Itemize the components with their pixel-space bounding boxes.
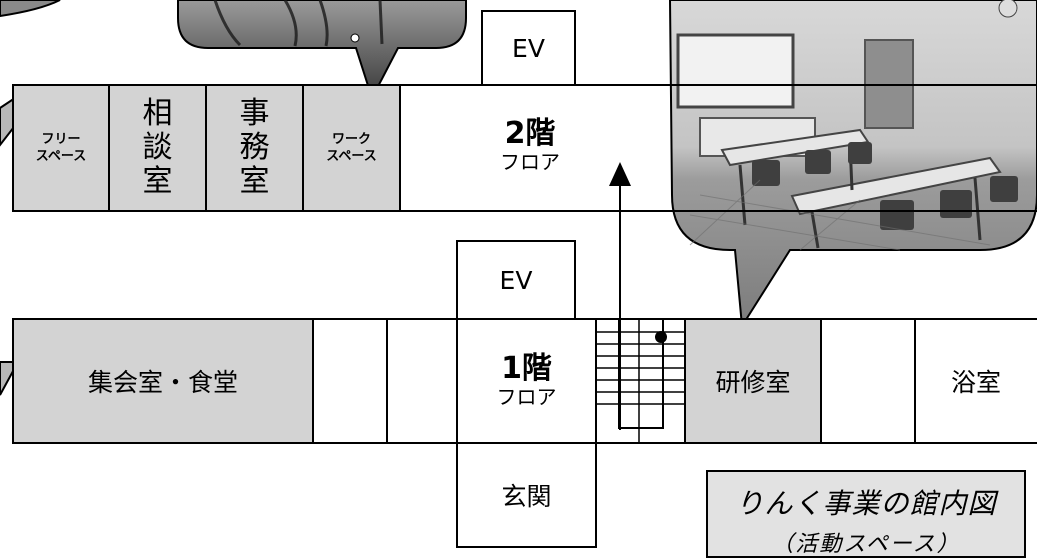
consultation-room[interactable]: 相 談 室 — [108, 84, 207, 212]
map-title: りんく事業の館内図 — [735, 487, 997, 520]
office-char-2: 務 — [239, 130, 270, 165]
floor1-title: 1階 — [501, 351, 552, 386]
floor1-ev-label: EV — [499, 265, 533, 295]
bathroom-label: 浴室 — [950, 368, 1001, 397]
office-char-1: 事 — [239, 96, 270, 131]
floor1-subtitle: フロア — [496, 385, 557, 409]
floor2-subtitle: フロア — [500, 150, 560, 174]
training-room[interactable]: 研修室 — [684, 318, 822, 444]
free-space-room[interactable]: フリー スペース — [12, 84, 110, 212]
office-char-3: 室 — [239, 164, 270, 199]
work-space-label-1: ワーク — [331, 132, 371, 147]
floor1-room-blank-1 — [312, 318, 388, 444]
floor2-ev-label: EV — [512, 33, 545, 63]
consultation-char-3: 室 — [142, 164, 173, 199]
floor1-hall: 1階 フロア — [456, 318, 597, 444]
training-room-label: 研修室 — [715, 368, 791, 397]
office-room[interactable]: 事 務 室 — [205, 84, 304, 212]
floor1-room-blank-3 — [820, 318, 916, 444]
bathroom[interactable]: 浴室 — [914, 318, 1037, 444]
free-space-label-2: スペース — [35, 149, 87, 164]
floor2-floor-label: 2階 フロア — [460, 116, 600, 175]
consultation-char-1: 相 — [142, 96, 173, 131]
map-title-box: りんく事業の館内図 （活動スペース） — [706, 470, 1026, 558]
entrance-room[interactable]: 玄関 — [456, 442, 597, 548]
consultation-char-2: 談 — [142, 130, 173, 165]
assembly-dining-room[interactable]: 集会室・食堂 — [12, 318, 314, 444]
floor1-room-blank-2 — [386, 318, 458, 444]
floor2-title: 2階 — [504, 116, 556, 151]
entrance-label: 玄関 — [501, 482, 552, 511]
floor2-ev[interactable]: EV — [481, 10, 576, 86]
map-subtitle: （活動スペース） — [771, 532, 961, 557]
stairs-up-arrow-icon — [609, 162, 631, 430]
work-space-label-2: スペース — [326, 149, 377, 164]
floor1-ev[interactable]: EV — [456, 240, 576, 320]
free-space-label-1: フリー — [41, 132, 81, 147]
assembly-dining-label: 集会室・食堂 — [87, 368, 238, 397]
work-space-room[interactable]: ワーク スペース — [302, 84, 401, 212]
stairs — [595, 318, 686, 444]
